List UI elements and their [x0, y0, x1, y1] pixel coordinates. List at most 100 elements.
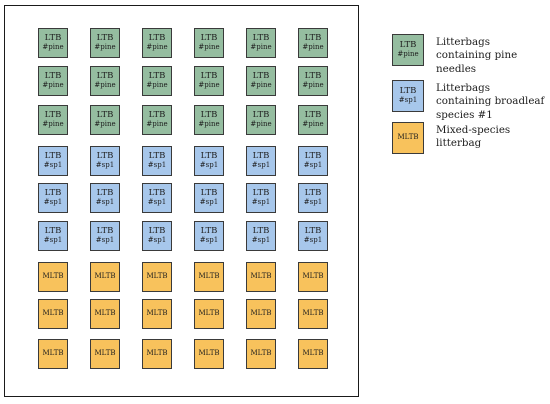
litterbag-pine: LTB#pine — [90, 105, 120, 135]
litterbag-pine: LTB#pine — [142, 66, 172, 96]
litterbag-label: LTB — [96, 110, 114, 121]
litterbag-label: LTB — [148, 188, 166, 199]
litterbag-label: LTB — [44, 110, 62, 121]
litterbag-label: MLTB — [302, 272, 324, 281]
litterbag-sublabel: #pine — [94, 80, 116, 89]
litterbag-label: LTB — [252, 110, 270, 121]
litterbag-sublabel: #sp1 — [95, 235, 115, 244]
litterbag-sp1: LTB#sp1 — [38, 146, 68, 176]
litterbag-sublabel: #pine — [198, 119, 220, 128]
litterbag-pine: LTB#pine — [298, 105, 328, 135]
litterbag-sublabel: #sp1 — [303, 235, 323, 244]
legend-description-sp1: Litterbags containing broadleaf species … — [436, 82, 545, 121]
litterbag-label: MLTB — [250, 272, 272, 281]
litterbag-sp1: LTB#sp1 — [298, 221, 328, 251]
litterbag-mixed: MLTB — [38, 339, 68, 369]
litterbag-sp1: LTB#sp1 — [90, 146, 120, 176]
litterbag-sp1: LTB#sp1 — [194, 221, 224, 251]
litterbag-pine: LTB#pine — [246, 66, 276, 96]
litterbag-sublabel: #sp1 — [43, 235, 63, 244]
litterbag-mixed: MLTB — [194, 262, 224, 292]
litterbag-sublabel: #pine — [94, 119, 116, 128]
legend-swatch-sublabel: #pine — [397, 49, 419, 58]
litterbag-sp1: LTB#sp1 — [142, 183, 172, 213]
litterbag-sp1: LTB#sp1 — [194, 146, 224, 176]
litterbag-mixed: MLTB — [194, 299, 224, 329]
litterbag-sublabel: #sp1 — [199, 197, 219, 206]
litterbag-label: LTB — [252, 226, 270, 237]
litterbag-mixed: MLTB — [38, 299, 68, 329]
litterbag-label: LTB — [200, 226, 218, 237]
litterbag-label: LTB — [148, 33, 166, 44]
litterbag-label: MLTB — [146, 272, 168, 281]
litterbag-mixed: MLTB — [142, 299, 172, 329]
litterbag-label: LTB — [96, 151, 114, 162]
litterbag-label: MLTB — [42, 309, 64, 318]
litterbag-sp1: LTB#sp1 — [90, 221, 120, 251]
litterbag-sp1: LTB#sp1 — [38, 221, 68, 251]
litterbag-pine: LTB#pine — [90, 66, 120, 96]
litterbag-sublabel: #sp1 — [147, 235, 167, 244]
litterbag-sublabel: #pine — [146, 80, 168, 89]
litterbag-sp1: LTB#sp1 — [90, 183, 120, 213]
litterbag-sublabel: #sp1 — [303, 160, 323, 169]
litterbag-sublabel: #sp1 — [199, 160, 219, 169]
litterbag-pine: LTB#pine — [38, 28, 68, 58]
litterbag-pine: LTB#pine — [246, 28, 276, 58]
legend-swatch-sp1: LTB#sp1 — [392, 80, 424, 112]
litterbag-label: MLTB — [42, 272, 64, 281]
litterbag-mixed: MLTB — [90, 299, 120, 329]
litterbag-label: LTB — [96, 226, 114, 237]
litterbag-sublabel: #pine — [42, 80, 64, 89]
litterbag-sublabel: #pine — [146, 119, 168, 128]
litterbag-label: LTB — [200, 71, 218, 82]
litterbag-sp1: LTB#sp1 — [298, 183, 328, 213]
litterbag-sp1: LTB#sp1 — [38, 183, 68, 213]
legend-swatch-mixed: MLTB — [392, 122, 424, 154]
litterbag-pine: LTB#pine — [142, 28, 172, 58]
legend-item-sp1: LTB#sp1 Litterbags containing broadleaf s… — [392, 80, 548, 121]
litterbag-label: LTB — [44, 71, 62, 82]
litterbag-sublabel: #pine — [302, 42, 324, 51]
litterbag-sp1: LTB#sp1 — [298, 146, 328, 176]
litterbag-label: MLTB — [42, 349, 64, 358]
litterbag-label: LTB — [200, 188, 218, 199]
litterbag-label: MLTB — [94, 272, 116, 281]
litterbag-label: LTB — [44, 33, 62, 44]
litterbag-label: LTB — [148, 226, 166, 237]
litterbag-label: LTB — [252, 33, 270, 44]
litterbag-label: LTB — [304, 110, 322, 121]
litterbag-pine: LTB#pine — [194, 28, 224, 58]
legend-swatch-label: LTB — [399, 86, 417, 97]
litterbag-label: LTB — [200, 151, 218, 162]
litterbag-sp1: LTB#sp1 — [246, 146, 276, 176]
litterbag-mixed: MLTB — [298, 299, 328, 329]
litterbag-sublabel: #pine — [42, 42, 64, 51]
litterbag-sp1: LTB#sp1 — [194, 183, 224, 213]
litterbag-sublabel: #pine — [250, 42, 272, 51]
litterbag-sublabel: #sp1 — [251, 235, 271, 244]
litterbag-sublabel: #sp1 — [43, 197, 63, 206]
legend-swatch-label: LTB — [399, 40, 417, 51]
litterbag-sublabel: #pine — [302, 119, 324, 128]
litterbag-sublabel: #pine — [146, 42, 168, 51]
legend-swatch-label: MLTB — [397, 133, 419, 142]
litterbag-label: LTB — [304, 226, 322, 237]
litterbag-sublabel: #sp1 — [251, 197, 271, 206]
litterbag-label: MLTB — [146, 349, 168, 358]
litterbag-mixed: MLTB — [142, 339, 172, 369]
litterbag-label: MLTB — [94, 349, 116, 358]
litterbag-label: LTB — [44, 226, 62, 237]
litterbag-label: LTB — [252, 188, 270, 199]
litterbag-pine: LTB#pine — [38, 66, 68, 96]
litterbag-label: LTB — [304, 33, 322, 44]
litterbag-sublabel: #sp1 — [95, 197, 115, 206]
legend-swatch-sublabel: #sp1 — [398, 95, 418, 104]
litterbag-label: LTB — [304, 151, 322, 162]
litterbag-sublabel: #pine — [302, 80, 324, 89]
litterbag-mixed: MLTB — [90, 339, 120, 369]
litterbag-label: LTB — [252, 71, 270, 82]
litterbag-sp1: LTB#sp1 — [246, 183, 276, 213]
